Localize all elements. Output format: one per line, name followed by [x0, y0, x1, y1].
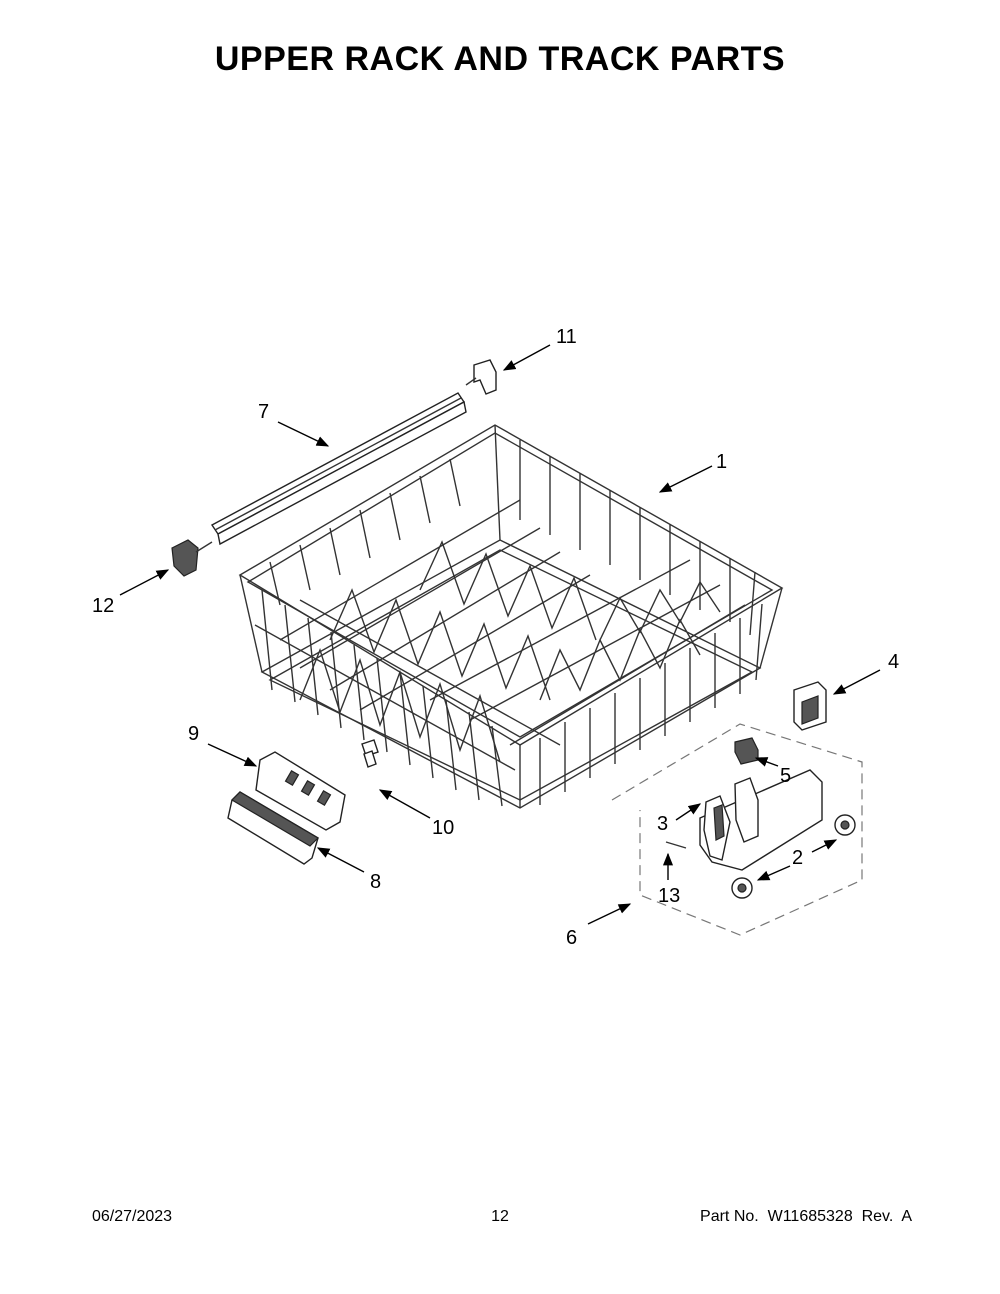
callout-5: 5 [780, 765, 791, 787]
callout-11: 11 [556, 326, 577, 348]
callout-2: 2 [792, 847, 803, 869]
callout-10: 10 [432, 817, 454, 839]
callout-4: 4 [888, 651, 899, 673]
screw [361, 739, 379, 768]
handle-bracket [255, 751, 346, 831]
callout-13: 13 [658, 885, 680, 907]
callout-1: 1 [716, 451, 727, 473]
callout-6: 6 [566, 927, 577, 949]
rack-clip [793, 681, 827, 731]
upper-rack [238, 424, 784, 809]
adjuster-assembly [611, 723, 863, 936]
footer-page-number: 12 [491, 1208, 509, 1225]
callout-12: 12 [92, 595, 114, 617]
callout-8: 8 [370, 871, 381, 893]
footer-date: 06/27/2023 [92, 1208, 173, 1225]
callout-labels: 1 2 3 4 5 6 7 8 9 10 11 12 13 [92, 326, 899, 949]
track-end-cap [465, 359, 497, 395]
callout-9: 9 [188, 723, 199, 745]
page-title: UPPER RACK AND TRACK PARTS [214, 40, 786, 78]
track-rail [210, 392, 467, 546]
callout-3: 3 [657, 813, 668, 835]
track-stop [171, 539, 213, 577]
handle-cover [227, 791, 319, 865]
leader-arrows [119, 344, 881, 925]
callout-7: 7 [258, 401, 269, 423]
footer-part-number: Part No. W11685328 Rev. A [700, 1208, 912, 1225]
